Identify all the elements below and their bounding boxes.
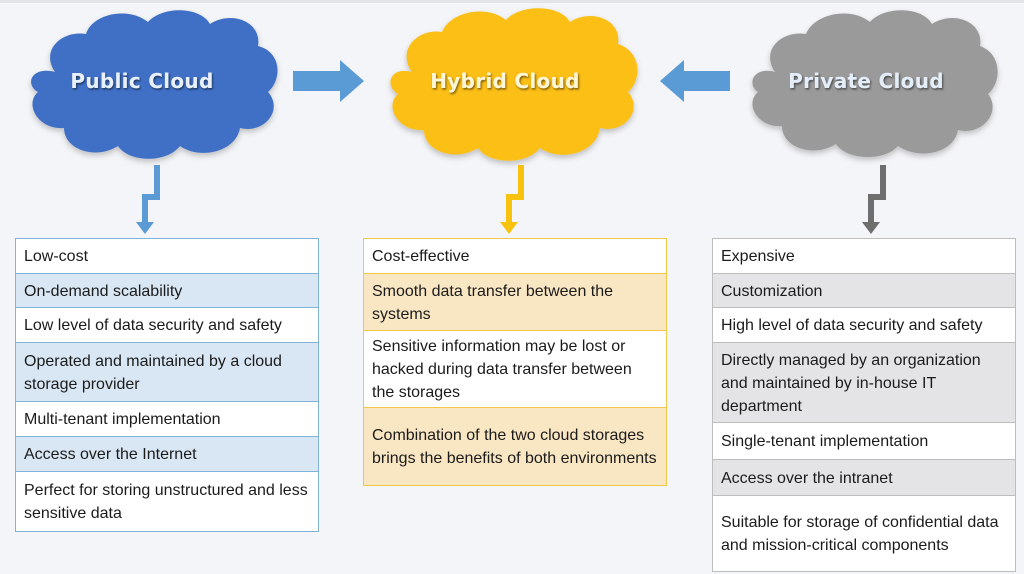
top-rule (0, 0, 1024, 3)
hybrid-table-row: Combination of the two cloud storages br… (364, 408, 666, 485)
public-table-row: Perfect for storing unstructured and les… (16, 472, 318, 531)
hybrid-cloud-shape (390, 8, 638, 161)
public-table-cell: Access over the Internet (24, 446, 197, 463)
public-table-row: Operated and maintained by a cloud stora… (16, 343, 318, 402)
hybrid-table-cell: Sensitive information may be lost or hac… (372, 338, 632, 401)
public-table-cell: Operated and maintained by a cloud stora… (24, 352, 282, 393)
hybrid-table-cell: Combination of the two cloud storages br… (372, 427, 657, 467)
arrow-down-private-icon (862, 165, 886, 234)
public-cloud-shape (31, 10, 278, 159)
public-table-row: Low-cost (16, 239, 318, 274)
public-table-cell: On-demand scalability (24, 282, 183, 300)
public-table-cell: Low level of data security and safety (24, 317, 282, 334)
hybrid-table-row: Sensitive information may be lost or hac… (364, 331, 666, 408)
public-cloud-label: Public Cloud (70, 69, 213, 93)
private-table-cell: Customization (721, 282, 823, 300)
private-table-cell: Single-tenant implementation (721, 433, 929, 450)
private-table-row: Customization (713, 274, 1015, 308)
public-table-cell: Perfect for storing unstructured and les… (24, 482, 308, 522)
private-table-row: Expensive (713, 239, 1015, 274)
private-table-row: Access over the intranet (713, 460, 1015, 496)
public-cloud-path (31, 10, 278, 159)
private-table-cell: Directly managed by an organization and … (721, 351, 981, 415)
private-table-row: Single-tenant implementation (713, 423, 1015, 460)
arrow-right-icon (293, 60, 364, 102)
public-table-cell: Multi-tenant implementation (24, 411, 221, 428)
private-table-cell: Access over the intranet (721, 469, 893, 487)
hybrid-table-row: Smooth data transfer between the systems (364, 274, 666, 331)
private-table-cell: Expensive (721, 248, 795, 265)
private-cloud-path (752, 10, 998, 158)
hybrid-table-cell: Cost-effective (372, 248, 470, 265)
hybrid-table-row: Cost-effective (364, 239, 666, 274)
public-table-row: On-demand scalability (16, 274, 318, 308)
hybrid-table-cell: Smooth data transfer between the systems (372, 282, 614, 323)
private-table-cell: Suitable for storage of confidential dat… (721, 514, 999, 554)
private-table-cell: High level of data security and safety (721, 317, 983, 334)
private-table-row: Suitable for storage of confidential dat… (713, 496, 1015, 571)
public-table-row: Multi-tenant implementation (16, 402, 318, 437)
private-cloud-shape (752, 10, 998, 158)
arrow-down-hybrid-icon (500, 165, 524, 234)
public-table-row: Low level of data security and safety (16, 308, 318, 343)
public-table-row: Access over the Internet (16, 437, 318, 472)
hybrid-cloud-label: Hybrid Cloud (430, 69, 580, 93)
hybrid-cloud-path (390, 8, 638, 161)
arrow-left-icon (660, 60, 730, 102)
private-table-row: Directly managed by an organization and … (713, 343, 1015, 423)
public-table-cell: Low-cost (24, 248, 89, 265)
arrow-down-public-icon (136, 165, 160, 234)
private-table-row: High level of data security and safety (713, 308, 1015, 343)
private-cloud-label: Private Cloud (788, 69, 944, 93)
